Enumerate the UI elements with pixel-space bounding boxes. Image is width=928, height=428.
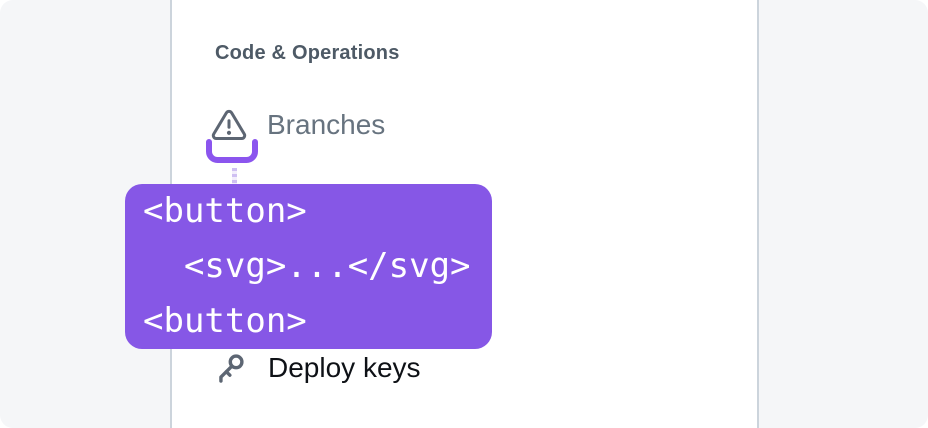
section-title: Code & Operations (215, 42, 400, 64)
sidebar-item-branches[interactable]: Branches (211, 107, 385, 143)
code-line-1: <button> (143, 191, 307, 231)
key-icon (212, 350, 248, 386)
sidebar-item-deploy-keys[interactable]: Deploy keys (212, 350, 421, 386)
nav-item-label-branches: Branches (267, 109, 386, 140)
code-line-2: <svg>...</svg> (143, 246, 471, 286)
warning-triangle-icon (211, 107, 247, 143)
highlight-bracket (206, 139, 258, 163)
tooltip-connector-line (232, 168, 237, 185)
code-line-3: <button> (143, 301, 307, 341)
nav-item-label-deploy-keys: Deploy keys (268, 352, 421, 383)
code-tooltip: <button> <svg>...</svg> <button> (125, 184, 492, 349)
